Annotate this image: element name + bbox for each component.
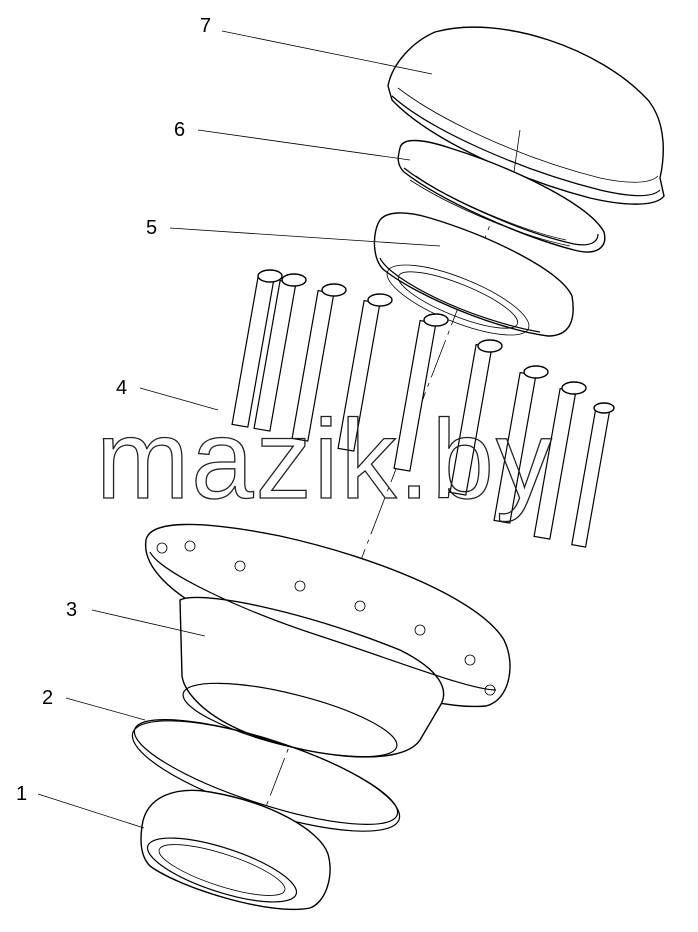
- leader-lines: [37, 30, 441, 829]
- watermark-text: mazik.by: [96, 397, 554, 522]
- leader-5: [169, 227, 441, 247]
- callout-5: 5: [146, 217, 157, 239]
- leader-4: [139, 387, 219, 411]
- part-1-bearing: [140, 789, 331, 911]
- leader-6: [197, 129, 411, 161]
- callout-6: 6: [174, 119, 185, 141]
- callout-4: 4: [116, 377, 127, 399]
- leader-7: [221, 30, 433, 75]
- assembly-axis-line: [229, 94, 541, 901]
- callout-2: 2: [42, 687, 53, 709]
- part-4-bolts: [231, 269, 615, 548]
- part-6-seal: [397, 139, 606, 253]
- callout-7: 7: [200, 15, 211, 37]
- leader-3: [91, 609, 206, 637]
- leader-1: [37, 793, 145, 829]
- part-3-housing: [144, 523, 511, 758]
- leader-2: [65, 697, 146, 721]
- part-5-bearing: [373, 212, 574, 337]
- callout-3: 3: [66, 599, 77, 621]
- callout-1: 1: [16, 783, 27, 805]
